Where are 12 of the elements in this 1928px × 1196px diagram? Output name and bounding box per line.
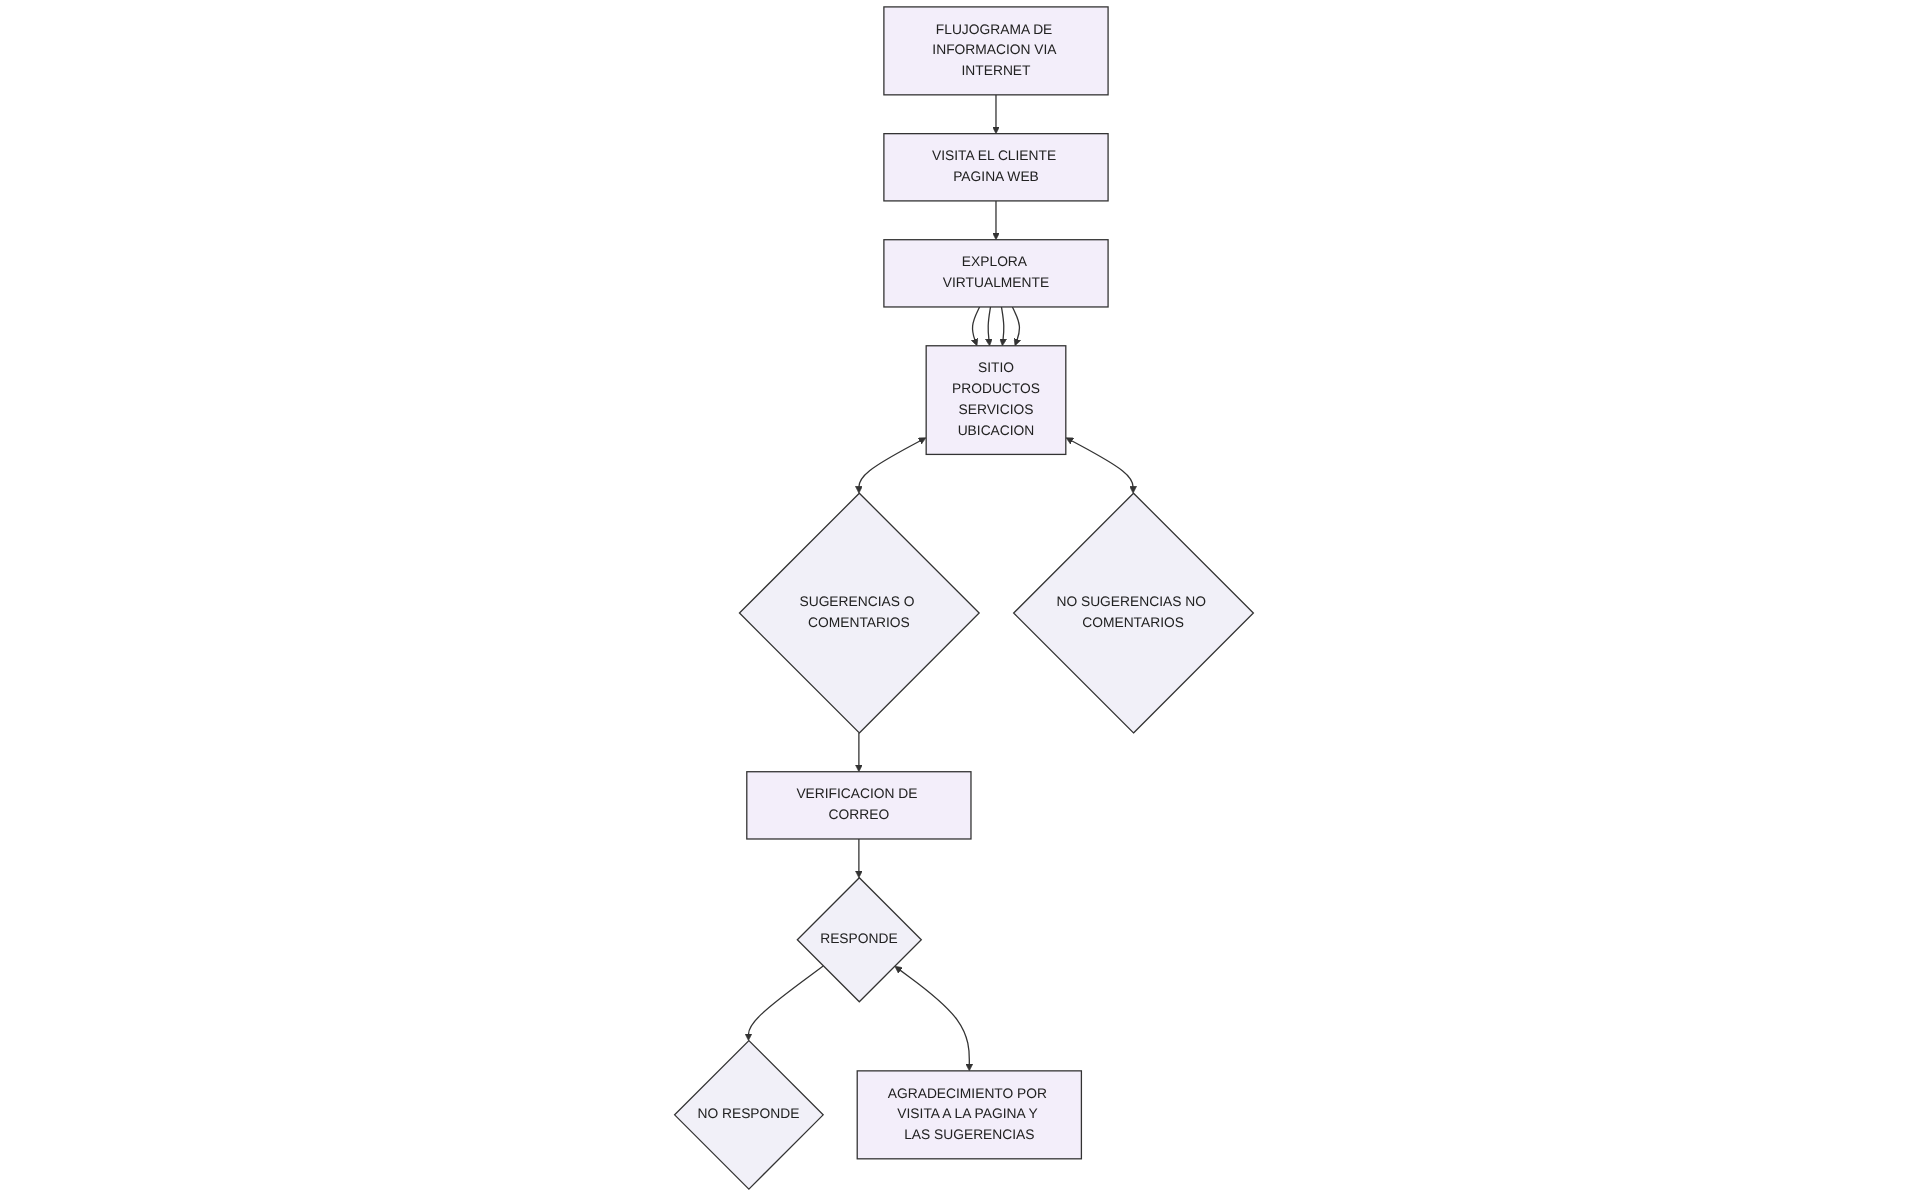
arrow <box>992 200 1000 241</box>
arrow <box>855 732 863 773</box>
arrow <box>999 306 1007 347</box>
arrow <box>744 965 824 1041</box>
arrow <box>1065 437 1137 494</box>
arrow <box>855 437 927 494</box>
arrow <box>855 838 863 879</box>
arrow <box>971 306 981 347</box>
arrow <box>985 306 993 347</box>
arrow <box>992 94 1000 134</box>
arrow <box>1011 306 1021 347</box>
arrow <box>894 965 974 1072</box>
